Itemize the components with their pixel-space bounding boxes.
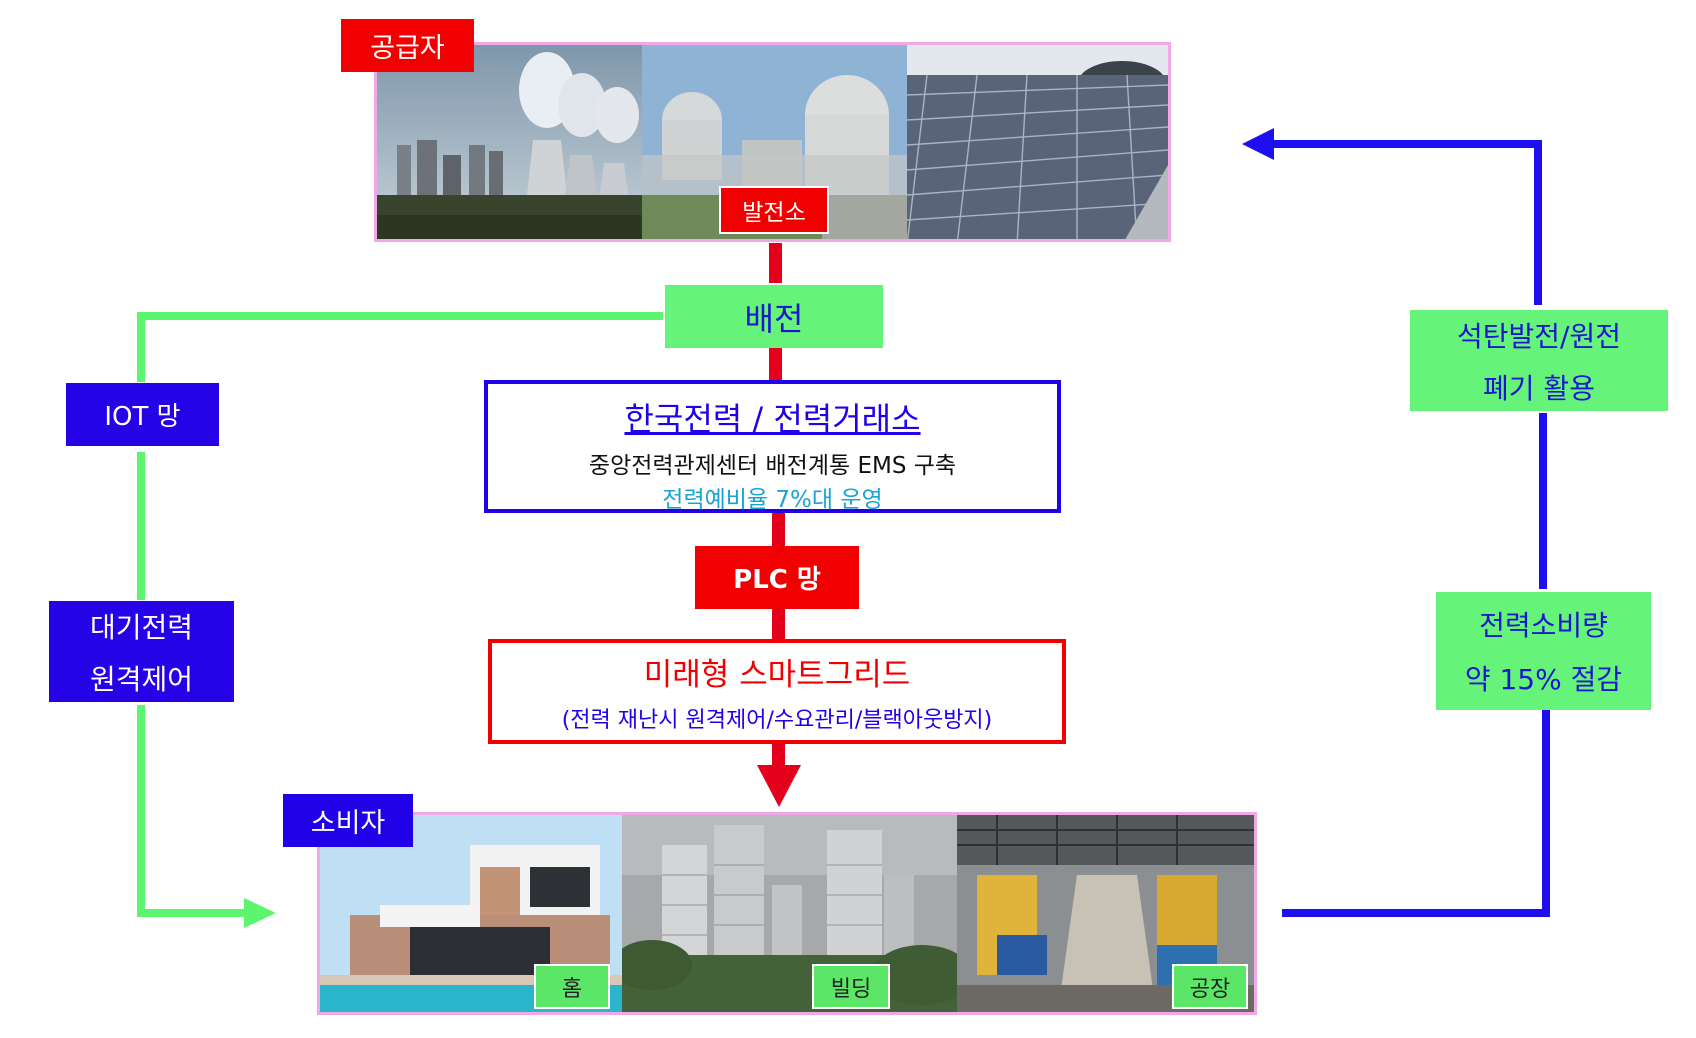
right-arrow-icon <box>244 898 276 928</box>
red-wire-kepco-to-plc <box>772 513 785 546</box>
down-arrow-icon <box>757 765 801 807</box>
coal-line1: 석탄발전/원전 <box>1457 319 1621 353</box>
green-wire-vertical-bottom <box>137 705 145 915</box>
iot-network-box: IOT 망 <box>66 383 219 446</box>
consumer-tag: 소비자 <box>283 794 413 847</box>
kepco-line1: 중앙전력관제센터 배전계통 EMS 구축 <box>588 453 957 479</box>
supplier-photo-strip: 발전소 <box>374 42 1171 242</box>
saving-line2: 약 15% 절감 <box>1464 663 1623 696</box>
green-wire-vertical-top <box>137 312 145 382</box>
distribution-label: 배전 <box>744 299 804 338</box>
smartgrid-subtitle: (전력 재난시 원격제어/수요관리/블랙아웃방지) <box>561 708 993 733</box>
coal-plant-photo <box>377 45 642 239</box>
kepco-box: 한국전력 / 전력거래소 중앙전력관제센터 배전계통 EMS 구축 전력예비율 … <box>484 380 1061 513</box>
green-wire-vertical-middle <box>137 452 145 600</box>
consumer-photo-strip: 홈 빌딩 <box>317 812 1257 1015</box>
green-wire-bottom <box>137 909 247 917</box>
iot-label: IOT 망 <box>104 402 181 432</box>
nuclear-plant-photo: 발전소 <box>642 45 907 239</box>
home-label: 홈 <box>534 964 610 1009</box>
plc-box: PLC 망 <box>695 546 859 609</box>
blue-wire-bottom <box>1282 909 1550 917</box>
kepco-title: 한국전력 / 전력거래소 <box>624 400 921 438</box>
blue-wire-top <box>1270 140 1542 148</box>
left-arrow-icon <box>1242 128 1274 160</box>
power-saving-box: 전력소비량 약 15% 절감 <box>1436 592 1651 710</box>
blue-wire-vertical-middle <box>1539 413 1547 589</box>
plc-label: PLC 망 <box>733 565 821 595</box>
power-plant-label: 발전소 <box>719 186 829 234</box>
coal-nuclear-box: 석탄발전/원전 폐기 활용 <box>1410 310 1668 411</box>
red-wire-distribution-to-kepco <box>769 346 782 381</box>
smartgrid-title: 미래형 스마트그리드 <box>643 657 911 693</box>
blue-wire-vertical-bottom <box>1542 708 1550 917</box>
coal-line2: 폐기 활용 <box>1483 371 1595 405</box>
building-photo: 빌딩 <box>622 815 957 1012</box>
smartgrid-box: 미래형 스마트그리드 (전력 재난시 원격제어/수요관리/블랙아웃방지) <box>488 639 1066 744</box>
blue-wire-vertical-top <box>1534 140 1542 305</box>
standby-power-box: 대기전력 원격제어 <box>49 601 234 702</box>
supplier-tag: 공급자 <box>341 19 474 72</box>
distribution-box: 배전 <box>665 285 883 348</box>
red-wire-smartgrid-to-consumer <box>772 742 785 767</box>
red-wire-supply-to-distribution <box>769 243 782 283</box>
saving-line1: 전력소비량 <box>1479 609 1608 642</box>
kepco-line2: 전력예비율 7%대 운영 <box>662 487 883 513</box>
green-wire-top <box>138 312 663 320</box>
standby-line2: 원격제어 <box>89 662 194 696</box>
standby-line1: 대기전력 <box>89 610 194 644</box>
solar-panel-photo <box>907 45 1168 239</box>
building-label: 빌딩 <box>812 964 890 1009</box>
factory-label: 공장 <box>1172 964 1248 1009</box>
factory-photo: 공장 <box>957 815 1254 1012</box>
home-photo: 홈 <box>320 815 622 1012</box>
red-wire-plc-to-smartgrid <box>772 609 785 639</box>
